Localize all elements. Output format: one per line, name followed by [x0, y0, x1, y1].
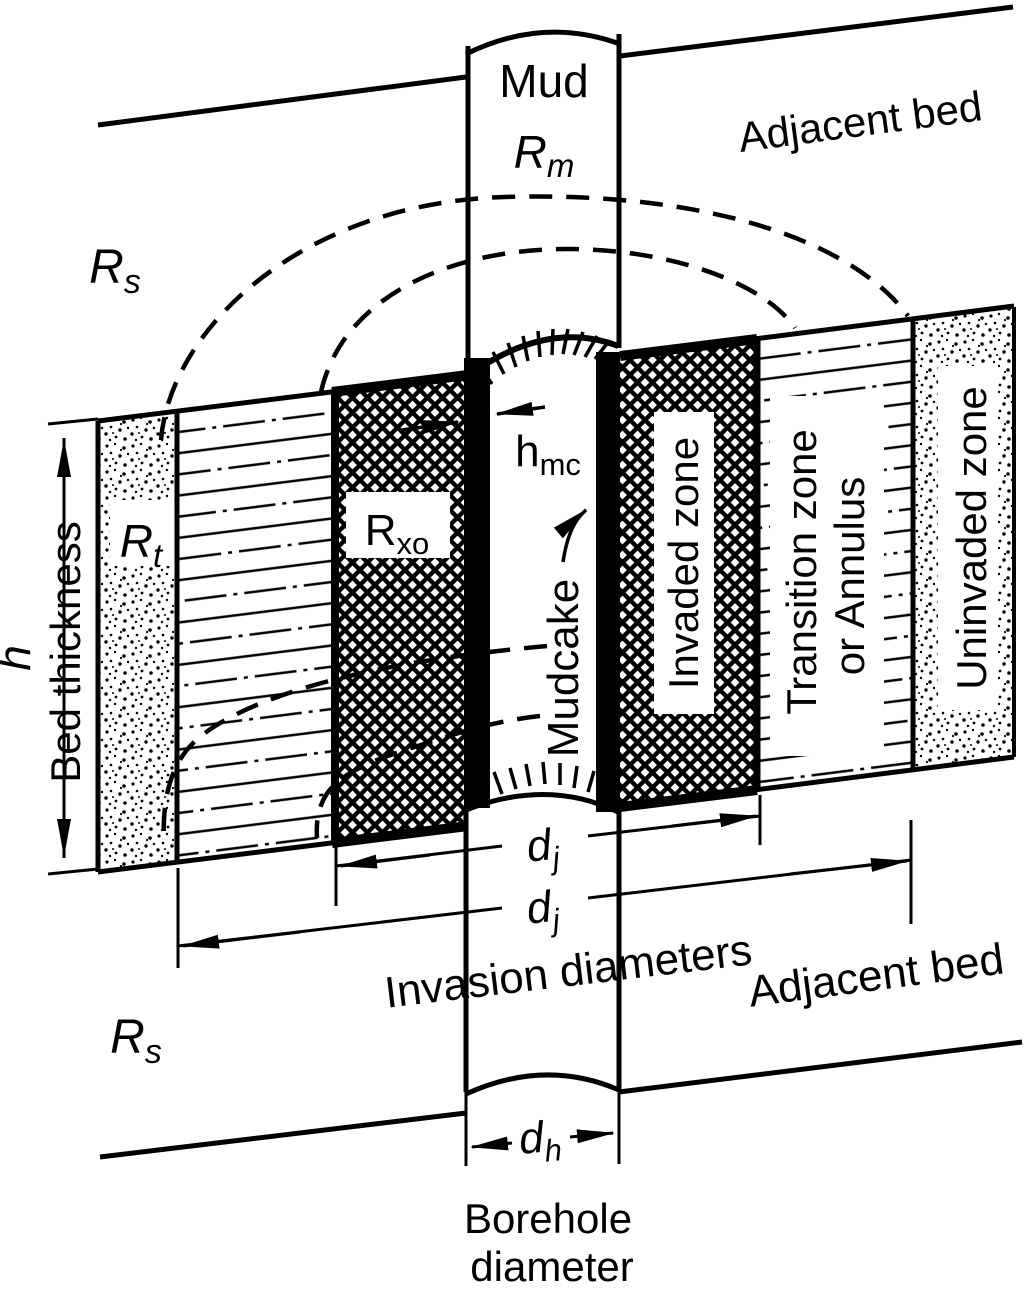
- mudcake-fringe-top: [476, 328, 611, 386]
- dh-arrow-left: [470, 1136, 513, 1151]
- mudcake-label: Mudcake: [539, 579, 588, 758]
- mud-label: Mud: [499, 55, 588, 107]
- rt-base: R: [120, 515, 153, 567]
- transition-zone-label-line1: Transition zone: [778, 429, 825, 715]
- dh-subscript: h: [543, 1132, 563, 1168]
- adjacent-bed-bottom-boundary-left: [99, 1110, 467, 1160]
- adjacent-bed-top-label: Adjacent bed: [735, 82, 984, 161]
- transition-zone-label-knockout: [770, 396, 884, 756]
- bed-bottom-boundary-left-thick: [331, 821, 469, 848]
- labels: Mud Rm Adjacent bed Rs Rt Rxo hmc Mudcak…: [0, 55, 1007, 1290]
- rxo-base: R: [365, 506, 397, 555]
- h-extension-bottom: [47, 867, 99, 876]
- true-resistivity-label: Rt: [120, 515, 164, 574]
- uninvaded-zone-left-fill: [98, 411, 177, 872]
- invasion-front-outer-upper-arc: [158, 194, 910, 441]
- rxo-label-knockout: [346, 492, 450, 558]
- hmc-arrow-left: [401, 420, 460, 435]
- invaded-zone-label-knockout: [654, 412, 714, 714]
- dimensions: [47, 401, 913, 1151]
- bed-thickness-label: Bed thickness: [42, 521, 89, 782]
- mudcake-thickness-label: hmc: [515, 427, 581, 482]
- h-extension-top: [47, 417, 99, 426]
- dj-invaded-label: dj: [524, 819, 563, 878]
- rm-base: R: [514, 126, 547, 178]
- borehole-bottom-arc: [464, 1072, 620, 1097]
- mudcake-pointer-arrow: [553, 508, 588, 563]
- flushed-zone-resistivity-label: Rxo: [365, 506, 430, 561]
- hmc-subscript: mc: [540, 447, 581, 482]
- bed-boundaries: [95, 4, 1023, 1160]
- borehole: [460, 29, 622, 1166]
- dj-inner-arrow-left: [339, 853, 431, 869]
- rs-bottom-subscript: s: [145, 1033, 162, 1071]
- transition-zone-left-fill: [177, 391, 335, 862]
- mudcake-layer-left: [464, 358, 490, 808]
- invaded-zone-label: Invaded zone: [660, 437, 707, 689]
- mud-resistivity-label: Rm: [514, 126, 575, 184]
- rt-subscript: t: [153, 537, 164, 574]
- bed-thickness-symbol-label: h: [0, 645, 40, 671]
- dj-transition-label: dj: [524, 881, 563, 940]
- adjacent-bed-top-boundary-left: [97, 74, 467, 128]
- uninvaded-zone-label-knockout: [938, 366, 998, 710]
- rm-subscript: m: [547, 147, 575, 184]
- transition-zone-label-line2: or Annulus: [826, 477, 873, 675]
- borehole-diameter-label-line1: Borehole: [464, 1195, 632, 1242]
- invasion-diameters-label: Invasion diameters: [382, 925, 755, 1017]
- borehole-diameter-label-line2: diameter: [470, 1243, 633, 1290]
- borehole-diameter-symbol-label: dh: [517, 1111, 563, 1170]
- uninvaded-zone-label: Uninvaded zone: [948, 386, 995, 690]
- invaded-zone-left-fill: [335, 375, 466, 842]
- dj-inner-arrow-right: [671, 813, 758, 828]
- adjacent-bed-top-boundary-right: [619, 4, 1014, 59]
- bed-top-boundary-right-thick: [619, 334, 758, 361]
- mudcake-fringe-bottom: [476, 761, 611, 800]
- dh-arrow-right: [569, 1129, 615, 1144]
- adjacent-bed-bottom-label: Adjacent bed: [746, 935, 1007, 1017]
- rt-label-knockout: [110, 500, 176, 566]
- bed-bottom-boundary-right-thick: [619, 785, 758, 812]
- invasion-front-inner-upper-arc: [318, 246, 797, 393]
- formation-zones: [98, 307, 1014, 872]
- mudcake-layer-right: [596, 352, 620, 812]
- rxo-subscript: xo: [397, 526, 430, 561]
- invasion-front-outer-lower-arc: [161, 643, 548, 846]
- hmc-arrow-right: [495, 401, 546, 416]
- dj-outer-arrow-right: [789, 858, 909, 876]
- borehole-top-arc: [464, 29, 621, 57]
- dj-outer-arrow-left: [181, 930, 301, 949]
- bed-top-boundary-left-thick: [331, 370, 469, 397]
- shoulder-resistivity-top-label: Rs: [89, 241, 141, 301]
- hmc-base: h: [515, 427, 539, 476]
- shoulder-resistivity-bottom-label: Rs: [110, 1011, 162, 1071]
- rs-top-subscript: s: [124, 263, 141, 301]
- adjacent-bed-bottom-boundary-right: [618, 1039, 1023, 1095]
- rs-bottom-base: R: [110, 1011, 145, 1064]
- rs-top-base: R: [89, 241, 124, 294]
